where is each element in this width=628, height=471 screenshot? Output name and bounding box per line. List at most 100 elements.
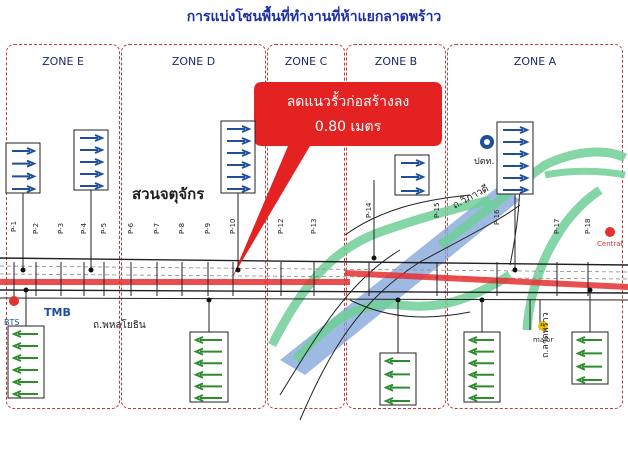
arrow-box-d-top-arrow-4 <box>227 161 252 169</box>
arrow-box-d-top-frame <box>220 120 256 194</box>
arrow-box-e-top-arrow-3 <box>12 172 37 181</box>
arrow-box-b-bottom-arrow-3 <box>383 383 410 392</box>
diagram-title: การแบ่งโซนพื้นที่ทำงานที่ห้าแยกลาดพร้าว <box>186 9 442 25</box>
arrow-box-d-bottom-frame <box>189 331 229 403</box>
pier-label-p-12: P-12 <box>277 218 285 234</box>
green-ramp-2 <box>292 271 513 363</box>
arrow-box-a-bottom <box>463 297 501 403</box>
arrow-box-b-bottom-dot <box>395 297 401 303</box>
arrow-box-d-top-arrow-6 <box>227 185 252 193</box>
arrow-box-d-bottom <box>189 297 229 403</box>
green-ramp-3 <box>437 147 628 249</box>
pier-label-p-1: P-1 <box>10 220 18 232</box>
arrow-box-d-top-arrow-3 <box>227 149 252 157</box>
arrow-box-e-bottom-arrow-1 <box>11 330 38 338</box>
arrow-box-e-bottom-arrow-2 <box>11 342 38 350</box>
arrow-box-a-top-arrow-1 <box>503 126 530 134</box>
major-marker <box>538 321 548 331</box>
curve-3 <box>344 194 471 236</box>
arrow-box-e-top-arrow-1 <box>12 147 37 155</box>
arrow-box-d-bottom-arrow-2 <box>193 347 222 356</box>
green-ramp-4 <box>522 186 603 331</box>
arrow-box-d-bottom-arrow-6 <box>193 394 222 402</box>
arrow-box-d-top-arrow-5 <box>227 173 252 181</box>
arrow-box-e2-top-arrow-3 <box>80 158 105 166</box>
green-ramp-5 <box>544 167 626 179</box>
arrow-box-b-bottom-arrow-2 <box>383 370 410 379</box>
arrow-box-a-bottom-arrow-4 <box>467 370 494 379</box>
zone-d-label: ZONE D <box>171 55 216 68</box>
pier-label-p-5: P-5 <box>100 222 108 234</box>
bts-label: BTS <box>4 318 20 327</box>
pier-label-p-15: P-15 <box>433 202 441 218</box>
pier-label-p-2: P-2 <box>32 222 40 234</box>
arrow-box-e2-top-arrow-1 <box>80 134 105 142</box>
arrow-box-a-top-frame <box>496 121 534 195</box>
zone-d: ZONE D <box>121 44 266 409</box>
pier-label-p-8: P-8 <box>178 222 186 234</box>
arrow-box-a2-bottom-arrow-1 <box>575 336 602 344</box>
curve-2 <box>279 249 401 396</box>
major-label: major <box>533 336 554 344</box>
arrow-box-e2-top-arrow-5 <box>80 182 105 190</box>
pier-label-p-3: P-3 <box>57 222 65 234</box>
arrow-box-e-top-arrow-4 <box>12 185 37 193</box>
arrow-box-a-bottom-dot <box>479 297 485 303</box>
arrow-box-b-top-arrow-1 <box>401 159 426 167</box>
pier-label-p-10: P-10 <box>229 218 237 234</box>
arrow-box-a-top-arrow-4 <box>503 162 530 170</box>
pier-label-p-7: P-7 <box>153 222 161 234</box>
arrow-box-e2-top <box>73 129 109 273</box>
arrow-box-a-bottom-frame <box>463 331 501 403</box>
curve-1 <box>299 204 521 421</box>
arrow-box-a-bottom-arrow-1 <box>467 336 494 344</box>
arrow-box-a-bottom-arrow-6 <box>467 394 494 402</box>
pier-label-p-14: P-14 <box>365 202 373 218</box>
zone-a-label: ZONE A <box>513 55 557 68</box>
arrow-box-b-top-frame <box>394 154 430 196</box>
arrow-box-e2-top-frame <box>73 129 109 191</box>
red-strip-west <box>0 279 350 285</box>
arrow-box-a2-bottom-arrow-2 <box>575 349 602 358</box>
road-edge-top <box>0 257 628 266</box>
zone-b-label: ZONE B <box>374 55 418 68</box>
arrow-box-d-top-arrow-1 <box>227 125 252 133</box>
callout-line-1: ลดแนวรั้วก่อสร้างลง <box>286 94 410 110</box>
lat-phrao-label: ถ.ลาดพร้าว <box>541 312 551 358</box>
pier-label-p-4: P-4 <box>80 222 88 234</box>
arrow-box-d-bottom-arrow-1 <box>193 336 222 344</box>
central-marker <box>605 227 615 237</box>
arrow-box-e-bottom-dot <box>23 287 29 293</box>
arrow-box-e-top-arrow-2 <box>12 159 37 168</box>
arrow-box-a2-bottom <box>571 287 609 385</box>
zone-a: ZONE A <box>447 44 623 409</box>
callout-bubble <box>232 82 442 278</box>
arrow-box-d-bottom-dot <box>206 297 212 303</box>
tmb-label: TMB <box>44 306 71 319</box>
zone-c-label: ZONE C <box>284 55 328 68</box>
arrow-box-a-top-arrow-5 <box>503 174 530 182</box>
arrow-box-d-top <box>220 120 256 273</box>
pier-label-p-17: P-17 <box>553 218 561 234</box>
curve-4 <box>349 299 471 318</box>
phahonyothin-label: ถ.พหลโยธิน <box>93 320 146 331</box>
arrow-box-a-top-arrow-6 <box>503 186 530 194</box>
arrow-box-b-top-arrow-3 <box>401 187 426 195</box>
arrow-box-a-top-dot <box>512 267 518 273</box>
arrow-box-a-top <box>496 121 534 273</box>
arrow-box-a2-bottom-arrow-4 <box>575 376 602 384</box>
arrow-box-d-bottom-arrow-3 <box>193 359 222 368</box>
arrow-box-e-bottom-arrow-3 <box>11 354 38 362</box>
zone-b: ZONE B <box>346 44 446 409</box>
arrow-box-a-bottom-arrow-2 <box>467 347 494 356</box>
arrow-box-e-bottom <box>7 287 45 399</box>
zone-e: ZONE E <box>6 44 120 409</box>
zone-e-label: ZONE E <box>42 55 84 68</box>
arrow-box-b-top <box>371 154 430 261</box>
arrow-box-e-top <box>5 142 41 273</box>
pier-label-p-13: P-13 <box>310 218 318 234</box>
arrow-box-b-top-arrow-2 <box>401 173 426 181</box>
arrow-box-e2-top-arrow-2 <box>80 146 105 154</box>
